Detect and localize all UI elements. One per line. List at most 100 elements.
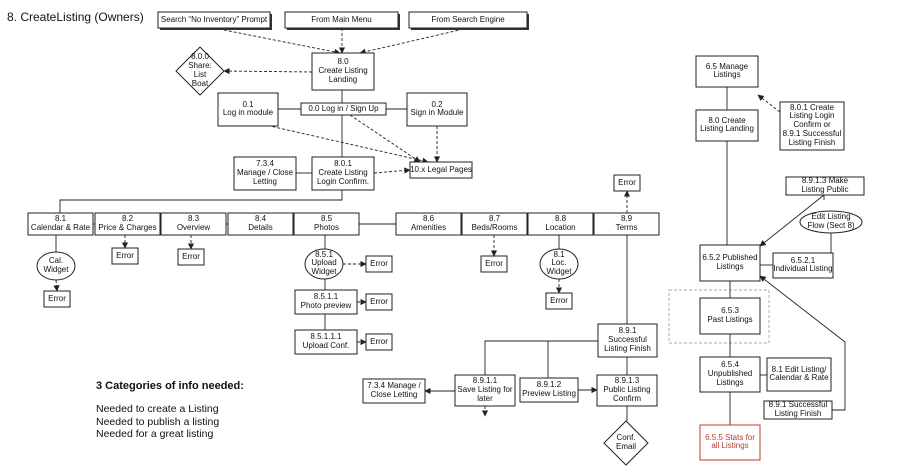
node-edit-flow-shape bbox=[799, 210, 863, 234]
node-n88-shape bbox=[527, 212, 594, 236]
connector bbox=[759, 194, 825, 247]
node-n85111-shape bbox=[294, 329, 358, 355]
node-n86: 8.6 Amenities bbox=[410, 214, 447, 232]
notes-line: Needed to publish a listing bbox=[96, 415, 220, 428]
node-n88: 8.8 Location bbox=[545, 214, 576, 232]
node-src-engine: From Search Engine bbox=[431, 14, 505, 24]
page-title: 8. CreateListing (Owners) bbox=[7, 10, 144, 24]
node-n734a: 7.3.4 Manage / Close Letting bbox=[236, 159, 294, 186]
node-n83: 8.3 Overview bbox=[176, 214, 211, 232]
node-err82: Error bbox=[116, 250, 134, 260]
node-err83: Error bbox=[182, 251, 200, 261]
node-n8911: 8.9.1.1 Save Listing for later bbox=[457, 376, 513, 403]
dashed-connector bbox=[757, 94, 781, 113]
node-err-terms: Error bbox=[618, 177, 636, 187]
node-err81-shape bbox=[43, 290, 71, 308]
node-n891b: 8.9.1 Successful Listing Finish bbox=[768, 400, 828, 418]
dashed-connector bbox=[223, 67, 313, 75]
node-err8511: Error bbox=[370, 296, 388, 306]
notes-line: Needed to create a Listing bbox=[96, 403, 219, 415]
node-n8511-shape bbox=[294, 289, 358, 315]
node-n81b: 8.1 Edit Listing/ Calendar & Rate bbox=[769, 364, 829, 383]
node-n87-shape bbox=[461, 212, 528, 236]
node-n8913: 8.9.1.3 Public Listing Confirm bbox=[603, 376, 651, 403]
node-n654: 6.5.4 Unpublished Listings bbox=[707, 360, 753, 387]
node-n734a-shape bbox=[233, 156, 297, 191]
connector bbox=[484, 340, 598, 375]
node-src-prompt: Search “No Inventory” Prompt bbox=[160, 14, 268, 24]
node-err85111-shape bbox=[365, 333, 393, 351]
node-n01-shape bbox=[217, 92, 279, 127]
node-n6521: 6.5.2.1 Individual Listing bbox=[773, 255, 833, 274]
node-src-menu: From Main Menu bbox=[311, 14, 372, 24]
node-n80: 8.0 Create Listing Landing bbox=[318, 57, 368, 84]
node-src-prompt-shape bbox=[157, 11, 271, 29]
connector bbox=[59, 190, 343, 213]
node-err-terms-shape bbox=[613, 174, 641, 192]
node-n81: 8.1 Calendar & Rate bbox=[30, 214, 91, 232]
node-err851: Error bbox=[370, 258, 388, 268]
node-n801b-shape bbox=[779, 101, 845, 151]
node-n8912-shape bbox=[519, 377, 579, 403]
node-n85111: 8.5.1.1.1 Upload Conf. bbox=[302, 332, 350, 350]
node-n6521-shape bbox=[772, 252, 834, 279]
node-n80b: 8.0 Create Listing Landing bbox=[700, 115, 754, 134]
notes-heading: 3 Categories of info needed: bbox=[96, 380, 244, 392]
node-err88-shape bbox=[545, 292, 573, 310]
node-err81: Error bbox=[48, 293, 66, 303]
dashed-connector bbox=[359, 27, 469, 55]
node-conf-email-shape bbox=[603, 420, 649, 466]
node-n80-shape bbox=[311, 52, 375, 91]
connector bbox=[759, 275, 846, 411]
node-n653: 6.5.3 Past Listings bbox=[707, 306, 753, 324]
dashed-connector bbox=[53, 279, 60, 292]
node-n801b: 8.0.1 Create Listing Login Confirm or 8.… bbox=[782, 102, 842, 148]
dashed-connector bbox=[373, 167, 411, 174]
node-n85: 8.5 Photos bbox=[314, 214, 339, 232]
node-n653-shape bbox=[699, 297, 761, 335]
node-n734b-shape bbox=[362, 378, 426, 404]
node-n652: 6.5.2 Published Listings bbox=[702, 253, 758, 271]
node-cal-widget-shape bbox=[36, 251, 76, 281]
node-n8913b: 8.9.1.3 Make Listing Public bbox=[801, 176, 849, 194]
node-err82-shape bbox=[111, 247, 139, 265]
node-n891b-shape bbox=[763, 400, 833, 420]
node-err87: Error bbox=[485, 258, 503, 268]
node-err8511-shape bbox=[365, 293, 393, 311]
node-n800: 8.0.0 Share: List Boat bbox=[188, 52, 212, 88]
node-n652-shape bbox=[699, 244, 761, 282]
node-n8912: 8.9.1.2 Preview Listing bbox=[522, 380, 576, 398]
node-n01: 0.1 Log in module bbox=[222, 99, 274, 118]
dashed-connector bbox=[213, 27, 341, 55]
node-n654-shape bbox=[699, 356, 761, 393]
node-n10x: 10.x Legal Pages bbox=[410, 164, 472, 174]
node-n8911-shape bbox=[454, 374, 516, 407]
node-src-menu-shape bbox=[284, 11, 399, 29]
node-n8913-shape bbox=[596, 374, 658, 407]
node-n82: 8.2 Price & Charges bbox=[98, 214, 157, 232]
node-n8511: 8.5.1.1 Photo preview bbox=[300, 292, 352, 310]
node-n89: 8.9 Terms bbox=[615, 214, 638, 232]
node-n85-shape bbox=[293, 212, 360, 236]
node-n65: 6.5 Manage Listings bbox=[705, 61, 749, 80]
node-n00-shape bbox=[300, 102, 387, 116]
node-n84-shape bbox=[227, 212, 294, 236]
node-err83-shape bbox=[177, 248, 205, 266]
node-n00: 0.0 Log in / Sign Up bbox=[308, 103, 379, 113]
dashed-connector bbox=[247, 120, 429, 164]
node-loc-widget: 8.1 Loc. Widget bbox=[546, 249, 572, 277]
node-n81-shape bbox=[27, 212, 94, 236]
node-n734b: 7.3.4 Manage / Close Letting bbox=[367, 381, 421, 399]
node-n65-shape bbox=[695, 55, 759, 88]
node-err851-shape bbox=[365, 255, 393, 273]
node-err85111: Error bbox=[370, 336, 388, 346]
node-n81b-shape bbox=[766, 357, 832, 392]
dashed-connector bbox=[349, 114, 421, 163]
node-n02-shape bbox=[406, 92, 468, 127]
node-n89-shape bbox=[593, 212, 660, 236]
node-n86-shape bbox=[395, 212, 462, 236]
node-src-engine-shape bbox=[408, 11, 528, 29]
node-n87: 8.7 Beds/Rooms bbox=[471, 214, 518, 232]
